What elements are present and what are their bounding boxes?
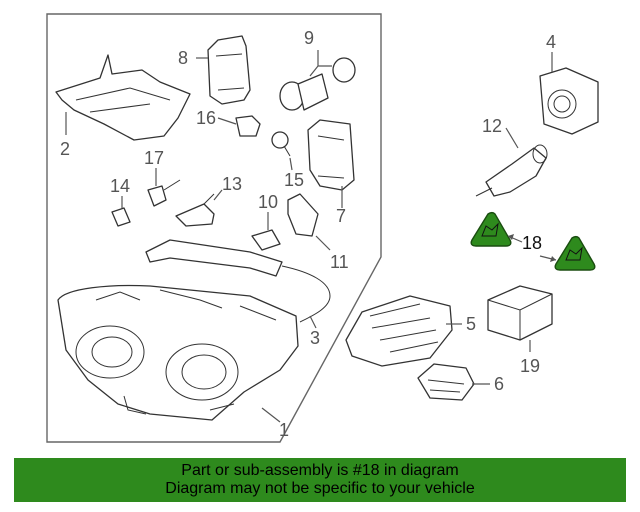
part-13-bulb[interactable] — [175, 189, 223, 227]
callout-9: 9 — [304, 28, 314, 48]
part-8-cover[interactable] — [196, 35, 251, 105]
part-16-adjuster[interactable] — [217, 115, 261, 137]
part-11-module[interactable] — [287, 193, 331, 251]
callout-7: 7 — [336, 206, 346, 226]
part-9-socket-cap[interactable] — [279, 50, 356, 111]
part-7-cover[interactable] — [307, 119, 355, 208]
part-4-igniter[interactable] — [539, 52, 599, 135]
part-10-bulb[interactable] — [251, 212, 281, 251]
part-12-xenon-bulb[interactable] — [475, 127, 548, 197]
callout-17: 17 — [144, 148, 164, 168]
part-6-connector[interactable] — [417, 363, 490, 401]
parts-diagram: 2 8 9 16 15 7 17 14 — [46, 13, 599, 443]
callout-6: 6 — [494, 374, 504, 394]
callout-2: 2 — [60, 139, 70, 159]
part-5-control-module[interactable] — [345, 295, 462, 367]
info-banner: Part or sub-assembly is #18 in diagram D… — [14, 458, 626, 502]
callout-1: 1 — [279, 420, 289, 440]
banner-line-1: Part or sub-assembly is #18 in diagram — [181, 462, 459, 479]
part-18-warning-label[interactable] — [470, 211, 596, 271]
part-15-clip[interactable] — [271, 131, 293, 171]
callout-3: 3 — [310, 328, 320, 348]
part-2-housing-bracket[interactable] — [55, 54, 191, 141]
part-17-bulb[interactable] — [147, 168, 181, 207]
callout-11: 11 — [330, 252, 349, 272]
part-14-bulb[interactable] — [111, 196, 131, 227]
callout-15: 15 — [284, 170, 304, 190]
callout-8: 8 — [178, 48, 188, 68]
part-3-adjuster-strip[interactable] — [145, 239, 331, 329]
callout-14: 14 — [110, 176, 130, 196]
callout-18: 18 — [522, 233, 542, 253]
part-19-box[interactable] — [487, 285, 553, 352]
callout-16: 16 — [196, 108, 216, 128]
callout-4: 4 — [546, 32, 556, 52]
callout-12: 12 — [482, 116, 502, 136]
part-1-headlight-housing[interactable] — [57, 284, 299, 423]
callout-5: 5 — [466, 314, 476, 334]
callout-19: 19 — [520, 356, 540, 376]
callout-13: 13 — [222, 174, 242, 194]
banner-line-2: Diagram may not be specific to your vehi… — [165, 480, 475, 497]
callout-10: 10 — [258, 192, 278, 212]
